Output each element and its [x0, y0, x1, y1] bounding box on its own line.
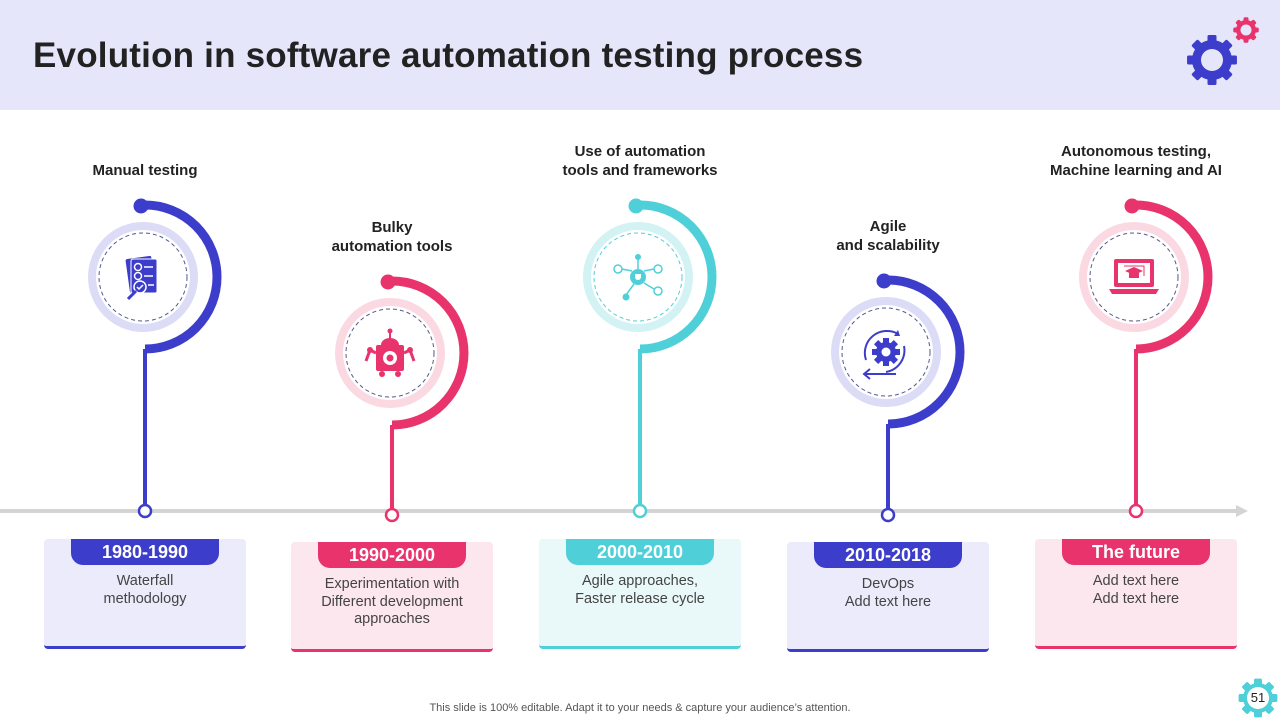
period-badge: 2010-2018 [814, 542, 962, 568]
description-line: Waterfall [116, 573, 174, 589]
milestone-title-line: and scalability [836, 237, 940, 254]
timeline-node [384, 507, 400, 523]
checklist-magnifier-icon [125, 255, 158, 301]
milestone-title-line: Use of automation [574, 143, 706, 160]
milestone-title: Manual testing [25, 161, 265, 180]
timeline-item-graphic [831, 273, 965, 523]
period-badge: 2000-2010 [566, 539, 714, 565]
arrow-head-icon [1236, 505, 1248, 517]
page-number-badge: 51 [1236, 676, 1280, 720]
milestone-title-line: Manual testing [92, 162, 198, 179]
timeline-item-graphic [1079, 198, 1213, 519]
timeline-item-graphic [88, 198, 222, 519]
timeline-item-graphic [335, 274, 469, 523]
period-description: Agile approaches,Faster release cycle [539, 573, 741, 608]
period-badge: 1980-1990 [71, 539, 219, 565]
milestone-title: Autonomous testing, Machine learning and … [1016, 142, 1256, 180]
description-line: approaches [354, 611, 430, 627]
milestone-title-line: Autonomous testing, [1061, 143, 1211, 160]
timeline-node [632, 503, 648, 519]
description-line: Experimentation with [324, 576, 460, 592]
milestone-title-line: Agile [869, 218, 907, 235]
description-line: DevOps [861, 576, 915, 592]
description-line: methodology [103, 590, 187, 607]
header-bar [0, 0, 1280, 110]
description-line: Faster release cycle [575, 590, 705, 607]
timeline-node [1128, 503, 1144, 519]
gears-icon [1187, 17, 1259, 85]
period-badge: The future [1062, 539, 1210, 565]
description-line: Different development [321, 593, 463, 610]
period-badge: 1990-2000 [318, 542, 466, 568]
footer-note: This slide is 100% editable. Adapt it to… [429, 702, 851, 714]
timeline-node [137, 503, 153, 519]
milestone-title-line: Bulky [371, 219, 413, 236]
description-line: Add text here [1092, 573, 1180, 589]
page-number: 51 [1250, 690, 1266, 705]
timeline-node [880, 507, 896, 523]
milestone-title-line: Machine learning and AI [1050, 162, 1222, 179]
description-line: Add text here [1092, 590, 1180, 607]
description-line: Add text here [844, 593, 932, 610]
laptop-education-icon [1109, 259, 1159, 294]
network-trophy-icon [613, 254, 663, 301]
milestone-title-line: automation tools [331, 238, 453, 255]
milestone-title-line: tools and frameworks [562, 162, 718, 179]
milestone-title: Use of automation tools and frameworks [520, 142, 760, 180]
description-line: Agile approaches, [581, 573, 699, 589]
timeline-item-graphic [583, 198, 717, 519]
milestone-title: Bulky automation tools [272, 218, 512, 256]
gear-icon [1238, 678, 1278, 718]
page-title: Evolution in software automation testing… [33, 36, 864, 75]
robot-icon [364, 328, 416, 377]
milestone-title: Agile and scalability [768, 217, 1008, 255]
